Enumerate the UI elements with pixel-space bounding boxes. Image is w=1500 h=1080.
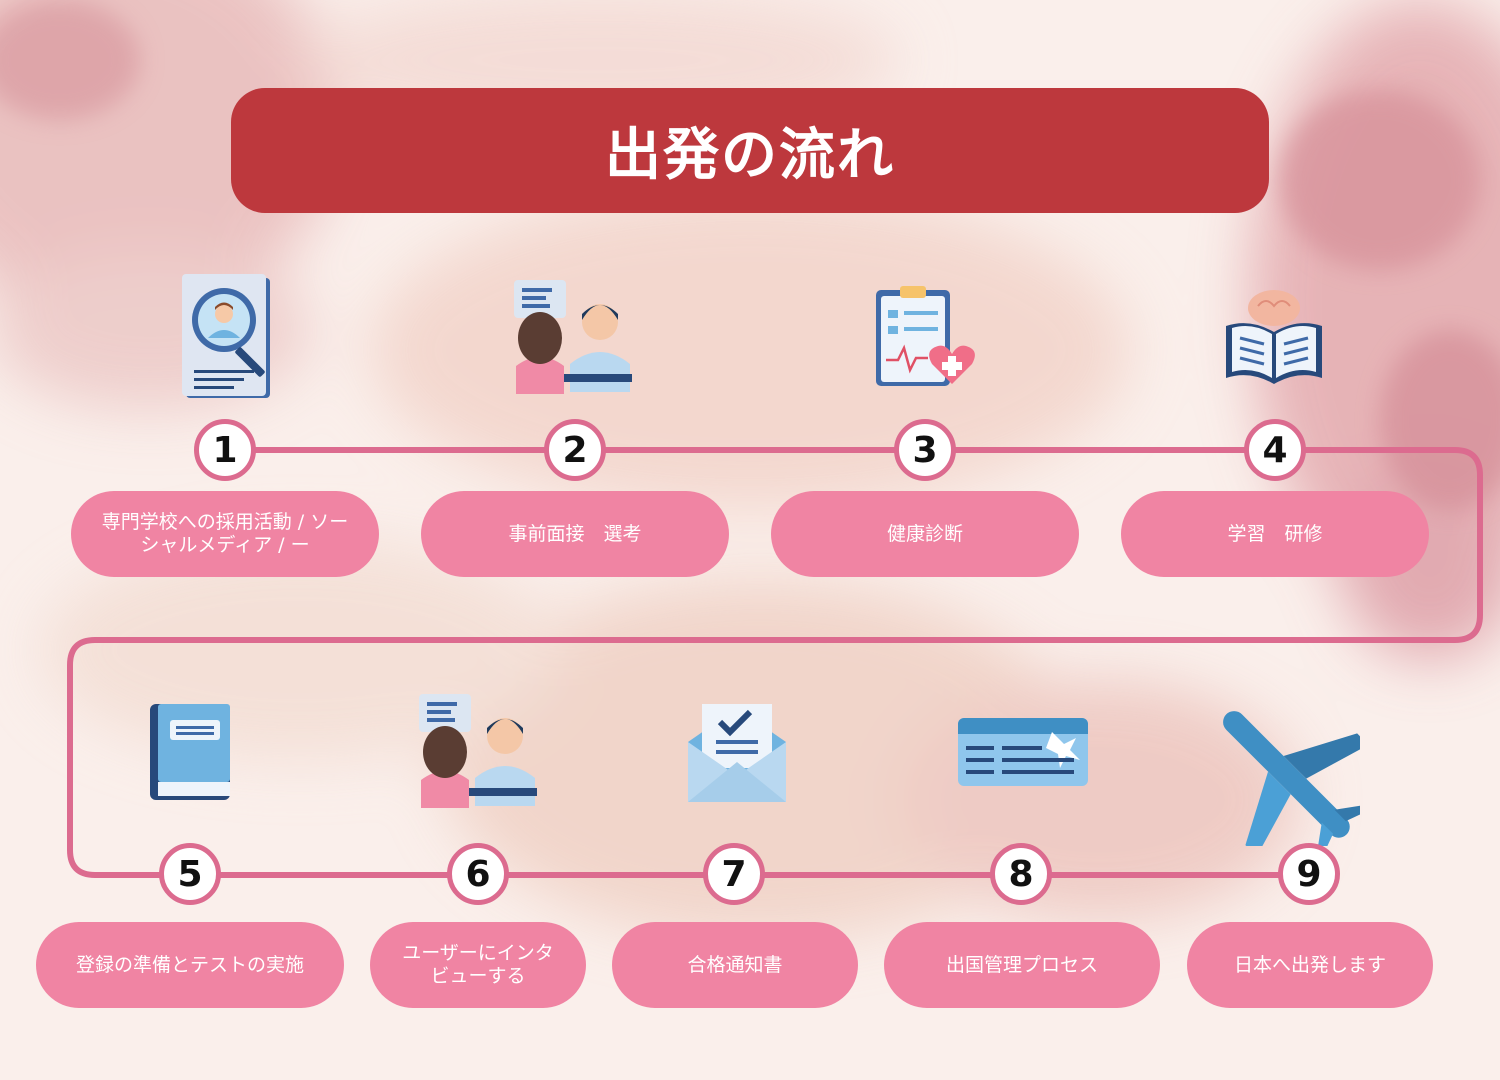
step-number-badge: 4: [1244, 419, 1306, 481]
step-label-pill: 登録の準備とテストの実施: [36, 922, 344, 1008]
step-number-badge: 9: [1278, 843, 1340, 905]
medical-checkup-icon: [876, 286, 975, 386]
study-book-brain-icon: [1226, 290, 1322, 384]
page-title: 出発の流れ: [605, 123, 895, 188]
book-icon: [150, 704, 230, 800]
boarding-pass-icon: [958, 718, 1088, 786]
step-number-badge: 7: [703, 843, 765, 905]
step-number-badge: 6: [447, 843, 509, 905]
airplane-icon: [1223, 711, 1360, 846]
interview-icon: [419, 694, 537, 808]
acceptance-letter-icon: [688, 704, 786, 802]
step-label-pill: 学習 研修: [1121, 491, 1429, 577]
step-label-pill: 健康診断: [771, 491, 1079, 577]
resume-search-icon: [182, 274, 270, 398]
step-label-pill: 日本へ出発します: [1187, 922, 1433, 1008]
step-number-badge: 1: [194, 419, 256, 481]
interview-icon: [514, 280, 632, 394]
step-label-pill: 専門学校への採用活動 / ソーシャルメディア / ー: [71, 491, 379, 577]
step-number-badge: 8: [990, 843, 1052, 905]
step-number-badge: 5: [159, 843, 221, 905]
step-number-badge: 3: [894, 419, 956, 481]
step-number-badge: 2: [544, 419, 606, 481]
step-label-pill: 事前面接 選考: [421, 491, 729, 577]
step-label-pill: ユーザーにインタビューする: [370, 922, 586, 1008]
step-label-pill: 出国管理プロセス: [884, 922, 1160, 1008]
step-label-pill: 合格通知書: [612, 922, 858, 1008]
title-banner: 出発の流れ: [231, 88, 1269, 213]
